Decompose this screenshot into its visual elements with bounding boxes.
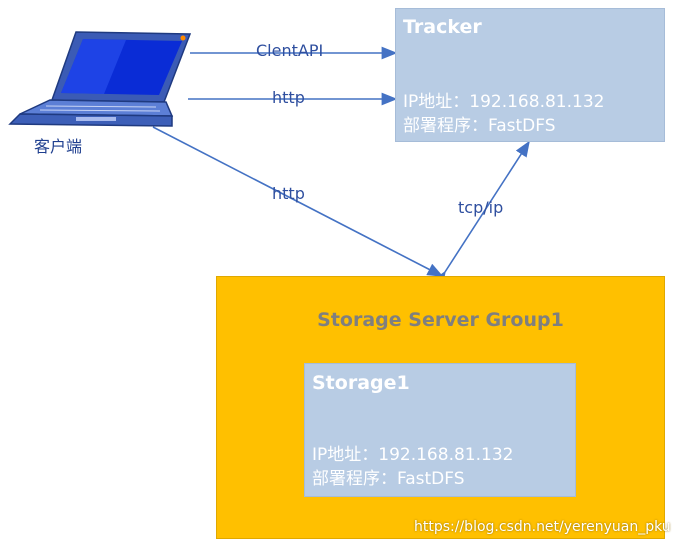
storage-deploy: 部署程序：FastDFS — [312, 469, 465, 489]
tcpip-label: tcp/ip — [458, 198, 504, 217]
laptop-icon — [8, 31, 192, 127]
tracker-ip: IP地址：192.168.81.132 — [403, 92, 605, 112]
tcpip-arrow — [431, 140, 530, 288]
client-label: 客户端 — [34, 137, 83, 156]
http-tracker-label: http — [272, 88, 305, 107]
http-storage-label: http — [272, 184, 305, 203]
storage-group-title: Storage Server Group1 — [317, 309, 564, 331]
storage-box: Storage1 IP地址：192.168.81.132 部署程序：FastDF… — [304, 363, 576, 497]
storage-ip: IP地址：192.168.81.132 — [312, 445, 514, 465]
http-storage-arrow — [152, 126, 444, 277]
watermark: https://blog.csdn.net/yerenyuan_pku — [414, 519, 671, 535]
clientapi-label: ClentAPI — [256, 41, 324, 60]
tracker-deploy: 部署程序：FastDFS — [403, 116, 556, 136]
tracker-title: Tracker — [403, 16, 482, 38]
tracker-box: Tracker IP地址：192.168.81.132 部署程序：FastDFS — [395, 8, 665, 142]
storage-title: Storage1 — [312, 372, 410, 394]
